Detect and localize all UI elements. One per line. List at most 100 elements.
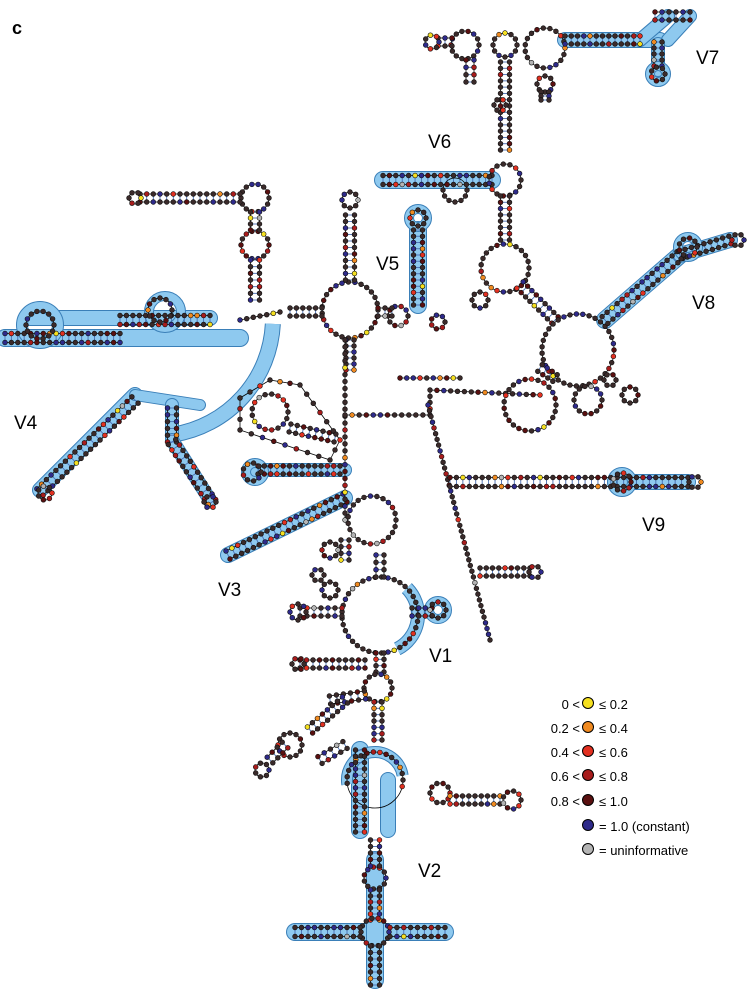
nucleotide bbox=[546, 97, 552, 103]
nucleotide bbox=[371, 705, 377, 711]
nucleotide bbox=[659, 483, 665, 490]
nucleotide bbox=[458, 197, 464, 204]
nucleotide bbox=[247, 290, 254, 296]
nucleotide bbox=[410, 227, 417, 233]
nucleotide bbox=[381, 662, 387, 669]
nucleotide bbox=[59, 330, 66, 337]
nucleotide bbox=[333, 692, 340, 698]
nucleotide bbox=[351, 367, 357, 373]
nucleotide bbox=[534, 27, 540, 33]
nucleotide bbox=[627, 400, 633, 406]
nucleotide bbox=[286, 429, 292, 435]
nucleotide bbox=[104, 330, 110, 337]
nucleotide bbox=[506, 224, 513, 231]
nucleotide bbox=[335, 547, 341, 553]
nucleotide bbox=[471, 64, 477, 71]
nucleotide bbox=[298, 924, 305, 931]
nucleotide bbox=[361, 791, 368, 797]
nucleotide bbox=[528, 376, 535, 382]
nucleotide bbox=[543, 483, 550, 490]
nucleotide bbox=[303, 609, 309, 615]
nucleotide bbox=[543, 474, 550, 481]
nucleotide bbox=[338, 537, 344, 543]
legend-swatch bbox=[582, 745, 594, 757]
nucleotide bbox=[432, 431, 439, 437]
nucleotide bbox=[500, 289, 507, 295]
nucleotide bbox=[342, 441, 348, 447]
legend-row: 0.2 < ≤ 0.4 bbox=[520, 719, 740, 739]
nucleotide bbox=[455, 516, 461, 523]
nucleotide bbox=[110, 330, 117, 337]
nucleotide bbox=[373, 656, 379, 662]
nucleotide bbox=[57, 463, 64, 469]
nucleotide bbox=[285, 527, 292, 534]
nucleotide bbox=[117, 312, 123, 319]
nucleotide bbox=[496, 31, 502, 38]
nucleotide bbox=[376, 887, 383, 893]
nucleotide bbox=[150, 199, 157, 205]
nucleotide bbox=[502, 565, 508, 571]
nucleotide bbox=[535, 574, 541, 580]
nucleotide bbox=[498, 474, 505, 481]
highlight-band bbox=[597, 247, 688, 328]
nucleotide bbox=[229, 545, 235, 551]
nucleotide bbox=[588, 474, 595, 481]
nucleotide bbox=[349, 585, 356, 592]
nucleotide bbox=[387, 319, 393, 325]
nucleotide bbox=[394, 933, 400, 940]
nucleotide bbox=[651, 39, 657, 45]
nucleotide bbox=[341, 203, 347, 209]
nucleotide bbox=[553, 28, 559, 34]
nucleotide bbox=[342, 627, 349, 634]
nucleotide bbox=[293, 731, 299, 738]
nucleotide bbox=[387, 691, 394, 697]
backbone-segment bbox=[239, 379, 271, 399]
nucleotide-layer bbox=[2, 9, 747, 988]
nucleotide bbox=[540, 372, 546, 378]
nucleotide bbox=[497, 90, 504, 97]
nucleotide bbox=[247, 264, 254, 270]
nucleotide bbox=[542, 301, 548, 307]
nucleotide bbox=[614, 300, 620, 307]
nucleotide bbox=[256, 227, 263, 233]
nucleotide bbox=[334, 698, 341, 704]
nucleotide bbox=[506, 134, 513, 141]
nucleotide bbox=[267, 471, 274, 477]
nucleotide bbox=[474, 48, 481, 54]
nucleotide bbox=[352, 778, 359, 785]
nucleotide bbox=[587, 33, 593, 39]
nucleotide bbox=[2, 330, 8, 337]
nucleotide bbox=[665, 483, 672, 490]
nucleotide bbox=[610, 476, 617, 482]
nucleotide bbox=[443, 607, 449, 613]
nucleotide bbox=[632, 386, 639, 392]
nucleotide bbox=[458, 528, 464, 534]
nucleotide bbox=[503, 102, 509, 108]
nucleotide bbox=[726, 233, 732, 239]
nucleotide bbox=[342, 238, 349, 244]
nucleotide bbox=[374, 540, 380, 547]
nucleotide bbox=[419, 289, 426, 296]
nucleotide bbox=[349, 638, 356, 644]
nucleotide bbox=[409, 209, 415, 216]
nucleotide bbox=[581, 33, 587, 39]
nucleotide bbox=[379, 699, 385, 705]
nucleotide bbox=[266, 767, 272, 773]
nucleotide bbox=[429, 601, 435, 607]
nucleotide bbox=[274, 463, 280, 469]
legend-high: ≤ 0.4 bbox=[599, 721, 628, 736]
nucleotide bbox=[453, 483, 460, 490]
nucleotide bbox=[686, 235, 693, 241]
nucleotide bbox=[587, 41, 593, 47]
nucleotide bbox=[367, 863, 374, 869]
nucleotide bbox=[280, 750, 286, 756]
nucleotide bbox=[305, 508, 311, 514]
nucleotide bbox=[198, 490, 204, 497]
nucleotide bbox=[243, 231, 250, 237]
nucleotide bbox=[300, 313, 306, 319]
nucleotide bbox=[230, 191, 237, 197]
nucleotide bbox=[678, 256, 684, 262]
nucleotide bbox=[342, 482, 348, 489]
nucleotide bbox=[539, 344, 545, 350]
nucleotide bbox=[442, 924, 448, 931]
